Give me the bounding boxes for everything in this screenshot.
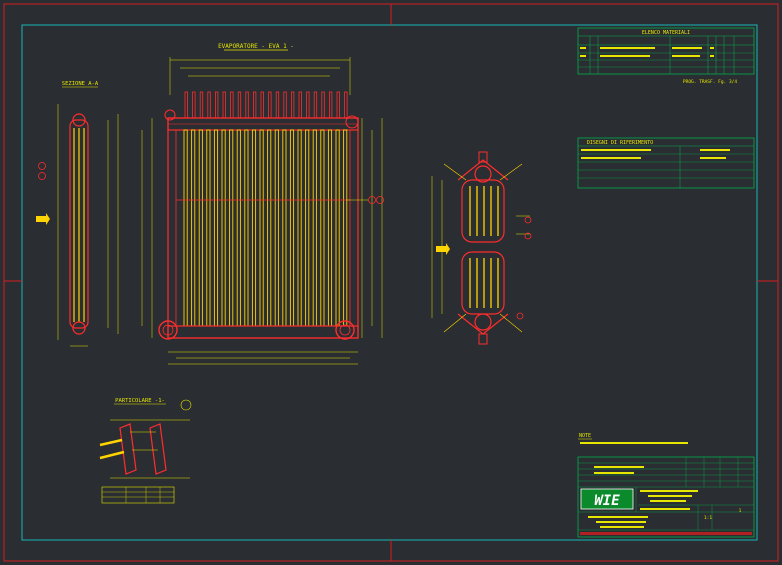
company-logo: [580, 488, 634, 510]
tube-stub: [313, 91, 318, 119]
title-block: WIE 1:1 1: [577, 456, 755, 538]
side-view: [431, 151, 532, 345]
tube: [267, 129, 272, 327]
tube: [312, 129, 317, 327]
tube-stub: [192, 91, 196, 119]
tube: [183, 129, 188, 327]
tube: [221, 129, 226, 327]
tube: [343, 129, 348, 327]
tube-stub: [184, 91, 188, 119]
detail-table: [101, 486, 175, 504]
tube: [251, 129, 257, 327]
inner-frame: [21, 24, 758, 541]
tube: [213, 129, 219, 327]
tube-stub: [306, 91, 310, 119]
detail-title: PARTICOLARE -1-: [115, 398, 165, 404]
section-title: SEZIONE A-A: [62, 81, 99, 87]
materials-ref-note: PROG. TRASF. Fg. 3/4: [683, 79, 737, 85]
detail-view: PARTICOLARE -1-: [99, 398, 192, 504]
tube: [274, 129, 279, 327]
tube-stub: [290, 91, 295, 119]
frame-ticks: [4, 4, 778, 561]
tube-stub: [252, 91, 257, 119]
tube: [198, 129, 203, 327]
tube-stub: [268, 91, 272, 119]
tube-stub: [275, 91, 280, 119]
tube: [206, 129, 211, 327]
sheet-value: 1: [739, 508, 742, 514]
tube-stub: [344, 91, 348, 119]
tube-stub: [328, 91, 333, 119]
tube-stub: [237, 91, 242, 119]
tube: [335, 129, 340, 327]
tube: [191, 129, 196, 327]
tube: [320, 129, 325, 327]
tube: [289, 129, 295, 327]
flange-top-left: [164, 109, 176, 121]
evaporator-front-view: EVAPORATORE - EVA 1 -: [141, 43, 384, 365]
bottom-header: [167, 325, 359, 339]
logo-text: WIE: [594, 493, 620, 509]
evaporator-title: EVAPORATORE - EVA 1 -: [218, 43, 294, 50]
tube: [229, 129, 234, 327]
flange-bottom-right: [335, 320, 355, 340]
top-stubs: [184, 91, 348, 119]
scale-value: 1:1: [704, 515, 712, 521]
notes-block: NOTE: [578, 433, 688, 444]
tube-stub: [245, 91, 249, 119]
flange-top-right: [345, 115, 359, 129]
section-a-a-view: SEZIONE A-A: [36, 81, 119, 347]
tube-stub: [336, 91, 340, 119]
tube: [244, 129, 249, 327]
tube: [259, 129, 264, 327]
tube-stub: [298, 91, 302, 119]
materials-title: ELENCO MATERIALI: [642, 30, 690, 36]
materials-table: ELENCO MATERIALI PROG. TRASF. Fg. 3/4: [577, 27, 755, 85]
side-upper-body: [461, 179, 505, 243]
tube-stub: [260, 91, 264, 119]
tube-stub: [207, 91, 211, 119]
tube: [327, 129, 333, 327]
reference-title: DISEGNI DI RIFERIMENTO: [587, 140, 653, 146]
tube: [236, 129, 241, 327]
notes-title: NOTE: [579, 433, 591, 439]
tube-stub: [222, 91, 226, 119]
tube-stub: [214, 91, 219, 119]
tube: [282, 129, 287, 327]
tube-stub: [199, 91, 204, 119]
outer-frame: [3, 3, 779, 562]
flange-bottom-left: [158, 320, 178, 340]
tube: [297, 129, 302, 327]
tube: [305, 129, 310, 327]
tube-bundle: [183, 129, 348, 327]
reference-table: DISEGNI DI RIFERIMENTO: [577, 137, 755, 189]
tube-stub: [230, 91, 234, 119]
section-body: [69, 119, 89, 329]
tube-stub: [283, 91, 287, 119]
tube-stub: [321, 91, 325, 119]
